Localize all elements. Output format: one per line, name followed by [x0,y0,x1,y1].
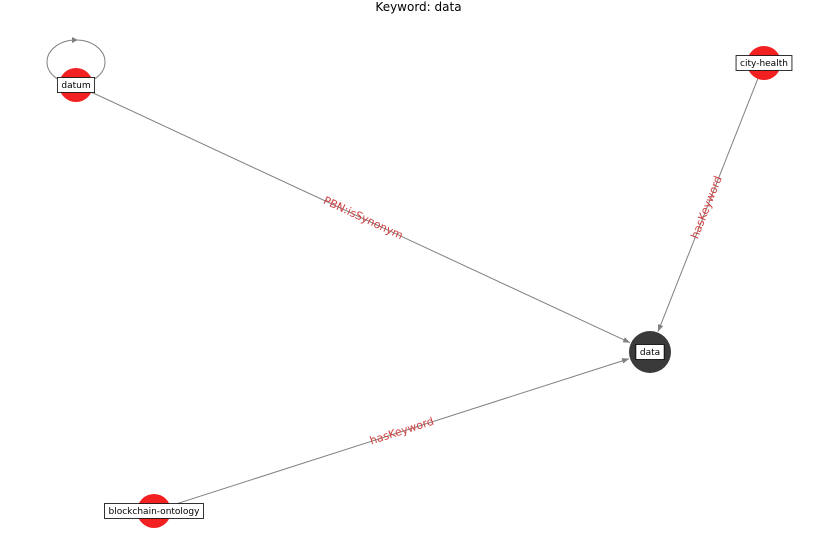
edge-blockchain-ontology-to-data-label: hasKeyword [368,415,435,448]
edges-layer [46,37,762,510]
edge-blockchain-ontology-to-data [160,358,630,510]
node-blockchain-ontology-label-frame [104,503,204,519]
node-city-health-label: city-health [740,59,788,69]
node-data-label-box: data [635,344,665,360]
nodes-layer [59,46,781,528]
node-data-label-frame [635,344,665,360]
edge-datum-to-datum-arrowhead [72,37,78,43]
node-data-label: data [640,348,660,358]
node-blockchain-ontology-label: blockchain-ontology [109,507,201,517]
edge-city-health-to-data-label: hasKeyword [688,174,724,241]
node-blockchain-ontology-label-box: blockchain-ontology [104,503,204,519]
node-datum-label-box: datum [56,77,96,93]
node-datum-label: datum [61,81,90,91]
edge-city-health-to-data [657,69,762,332]
edge-datum-to-data-label: PBN:isSynonym [321,194,405,242]
node-city-health-label-frame [735,55,793,71]
edge-datum-to-data [81,87,631,344]
node-datum-label-frame [56,77,96,93]
diagram-title: Keyword: data [375,0,462,14]
labels-layer: PBN:isSynonym hasKeyword hasKeyword data dat… [56,55,793,519]
node-city-health-label-box: city-health [735,55,793,71]
